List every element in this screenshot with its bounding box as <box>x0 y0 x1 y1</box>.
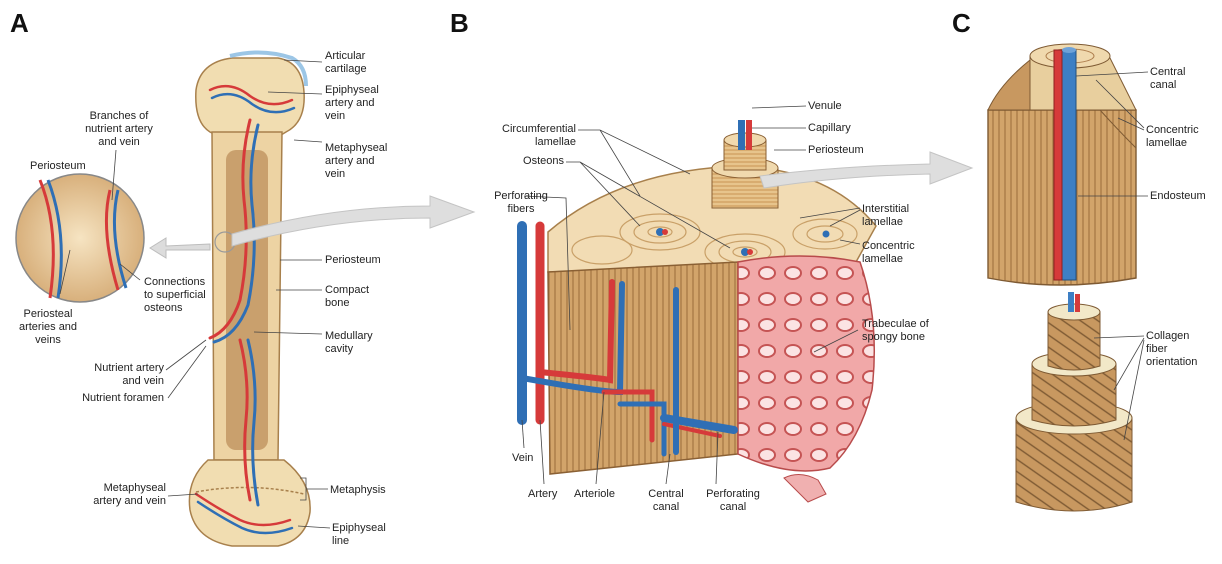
label-connections: Connections to superficial osteons <box>144 276 206 315</box>
label-perforating-fibers: Perforating fibers <box>486 190 556 216</box>
label-metaphysis: Metaphysis <box>330 484 386 497</box>
collagen-tier-top <box>1048 312 1100 370</box>
inset-arrow <box>150 238 210 258</box>
label-epiphyseal-artery-vein: Epiphyseal artery and vein <box>325 84 379 123</box>
label-epiphyseal-line: Epiphyseal line <box>332 522 386 548</box>
label-venule: Venule <box>808 100 842 113</box>
block-front-face <box>548 262 738 474</box>
label-metaphyseal-artery-vein-bottom: Metaphyseal artery and vein <box>60 482 166 508</box>
arrow-b-to-c <box>760 152 972 188</box>
label-periosteum-inset: Periosteum <box>30 160 86 173</box>
label-articular-cartilage: Articular cartilage <box>325 50 367 76</box>
label-central-canal-b: Central canal <box>638 488 694 514</box>
label-medullary-cavity: Medullary cavity <box>325 330 373 356</box>
label-branches-nutrient: Branches of nutrient artery and vein <box>64 110 174 149</box>
label-collagen-fiber: Collagen fiber orientation <box>1146 330 1197 369</box>
label-perforating-canal: Perforating canal <box>700 488 766 514</box>
label-compact-bone: Compact bone <box>325 284 369 310</box>
panel-label-b: B <box>450 8 469 39</box>
label-trabeculae: Trabeculae of spongy bone <box>862 318 929 344</box>
panel-label-c: C <box>952 8 971 39</box>
label-periosteum-b: Periosteum <box>808 144 864 157</box>
label-central-canal-c: Central canal <box>1150 66 1185 92</box>
panel-c-osteon-detail <box>988 44 1148 511</box>
label-arteriole: Arteriole <box>574 488 615 501</box>
label-interstitial-lamellae: Interstitial lamellae <box>862 203 909 229</box>
label-metaphyseal-artery-vein-top: Metaphyseal artery and vein <box>325 142 387 181</box>
label-nutrient-foramen: Nutrient foramen <box>40 392 164 405</box>
label-concentric-lamellae-b: Concentric lamellae <box>862 240 915 266</box>
panel-b-compact-bone-block <box>522 106 876 502</box>
label-nutrient-artery-vein: Nutrient artery and vein <box>60 362 164 388</box>
label-endosteum: Endosteum <box>1150 190 1206 203</box>
label-periosteum-a: Periosteum <box>325 254 381 267</box>
label-periosteal-arteries: Periosteal arteries and veins <box>8 308 88 347</box>
panel-label-a: A <box>10 8 29 39</box>
label-capillary: Capillary <box>808 122 851 135</box>
label-vein: Vein <box>512 452 533 465</box>
spongy-bone <box>738 256 874 471</box>
label-artery: Artery <box>528 488 557 501</box>
label-circumferential-lamellae: Circumferential lamellae <box>460 123 576 149</box>
label-concentric-lamellae-c: Concentric lamellae <box>1146 124 1199 150</box>
distal-epiphysis <box>189 460 310 546</box>
label-osteons: Osteons <box>480 155 564 168</box>
